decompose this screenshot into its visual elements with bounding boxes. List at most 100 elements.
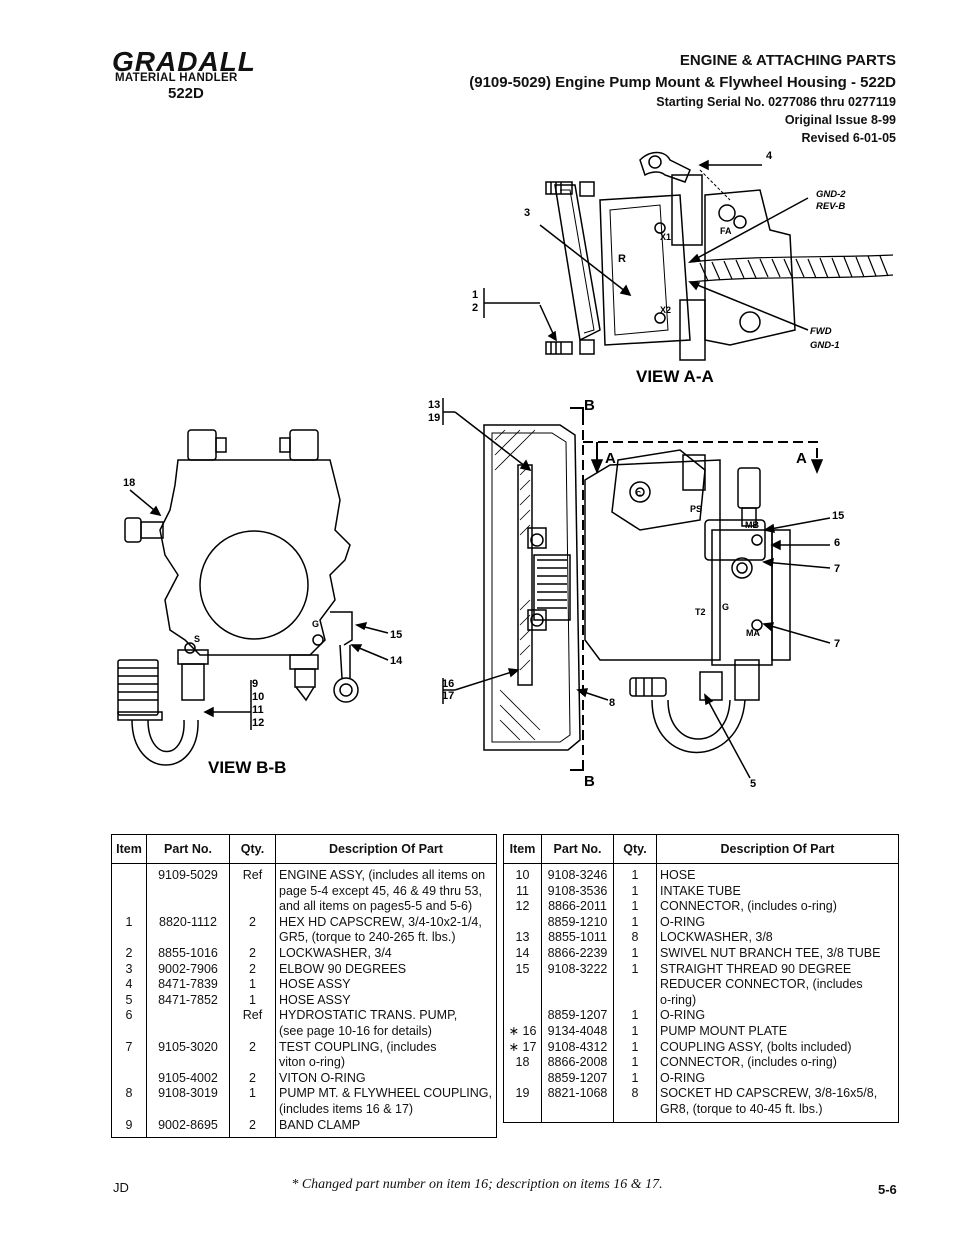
- callout-10: 10: [252, 691, 264, 703]
- cell-description: CONNECTOR, (includes o-ring): [656, 899, 899, 915]
- cell-item: [111, 1101, 147, 1118]
- cell-item: 2: [111, 945, 147, 962]
- callout-6: 6: [834, 537, 840, 549]
- callout-9: 9: [252, 678, 258, 690]
- col-qty: Qty.: [229, 834, 276, 864]
- cell-description: INTAKE TUBE: [656, 883, 899, 900]
- callout-1: 1: [472, 289, 478, 301]
- callout-15-bb: 15: [390, 629, 402, 641]
- port-x2: X2: [660, 305, 671, 315]
- cell-part-no: 9108-3536: [541, 883, 614, 900]
- cell-part-no: 8471-7852: [146, 992, 230, 1009]
- cell-part-no: 9134-4048: [541, 1023, 614, 1040]
- cell-description: viton o-ring): [275, 1055, 497, 1071]
- cell-description: o-ring): [656, 992, 899, 1009]
- cell-qty: 2: [229, 1039, 276, 1056]
- cell-qty: 1: [229, 977, 276, 993]
- cell-part-no: 8866-2011: [541, 899, 614, 915]
- cell-qty: [229, 899, 276, 915]
- callout-15: 15: [832, 510, 844, 522]
- view-bb-drawing: [117, 429, 389, 766]
- cell-part-no: 8855-1016: [146, 945, 230, 962]
- cell-qty: 8: [613, 930, 657, 946]
- section-b-bottom: B: [584, 773, 595, 790]
- cell-description: HOSE ASSY: [275, 977, 497, 993]
- cell-part-no: 8821-1068: [541, 1086, 614, 1102]
- port-ma: MA: [746, 628, 760, 638]
- port-c: C: [636, 491, 641, 498]
- note-gnd1: GND-1: [810, 340, 840, 351]
- note-gnd2: GND-2: [816, 189, 846, 200]
- section-b-top: B: [584, 397, 595, 414]
- logo-subtitle: MATERIAL HANDLER: [115, 72, 238, 84]
- cell-item: 9: [111, 1117, 147, 1139]
- cell-qty: 2: [229, 1070, 276, 1087]
- callout-7-top: 7: [834, 563, 840, 575]
- cell-qty: 1: [613, 1055, 657, 1071]
- cell-qty: 1: [613, 914, 657, 931]
- table-row: (includes items 16 & 17): [111, 1101, 497, 1118]
- cell-description: O-RING: [656, 1008, 899, 1024]
- cell-part-no: 8866-2239: [541, 945, 614, 962]
- col-item: Item: [111, 834, 147, 864]
- port-x1: X1: [660, 232, 671, 242]
- cell-part-no: [146, 883, 230, 900]
- footer-change-note: * Changed part number on item 16; descri…: [291, 1177, 663, 1192]
- table-row: page 5-4 except 45, 46 & 49 thru 53,: [111, 883, 497, 900]
- page-number: 5-6: [878, 1182, 897, 1197]
- table-row: REDUCER CONNECTOR, (includes: [503, 977, 899, 993]
- cell-part-no: [146, 1008, 230, 1024]
- cell-item: 1: [111, 914, 147, 931]
- cell-item: [111, 930, 147, 946]
- parts-table-right: Item Part No. Qty. Description Of Part 1…: [503, 834, 899, 1123]
- cell-item: [503, 977, 542, 993]
- cell-description: and all items on pages5-5 and 5-6): [275, 899, 497, 915]
- port-mb: MB: [745, 520, 759, 530]
- table-row: (see page 10-16 for details): [111, 1023, 497, 1040]
- cell-qty: 1: [229, 992, 276, 1009]
- note-fwd: FWD: [810, 326, 832, 337]
- cell-description: TEST COUPLING, (includes: [275, 1039, 497, 1056]
- note-revb: REV-B: [816, 201, 845, 212]
- page-title: (9109-5029) Engine Pump Mount & Flywheel…: [469, 74, 896, 91]
- cell-part-no: [541, 992, 614, 1009]
- callout-4: 4: [766, 150, 773, 162]
- cell-item: 15: [503, 961, 542, 978]
- cell-qty: [229, 1055, 276, 1071]
- section-a-left: A: [605, 450, 616, 467]
- cell-description: VITON O-RING: [275, 1070, 497, 1087]
- cell-description: REDUCER CONNECTOR, (includes: [656, 977, 899, 993]
- cell-qty: 1: [613, 1023, 657, 1040]
- cell-description: CONNECTOR, (includes o-ring): [656, 1055, 899, 1071]
- table-row: GR8, (torque to 40-45 ft. lbs.): [503, 1101, 899, 1123]
- view-aa-label: VIEW A-A: [636, 367, 714, 386]
- table-row: o-ring): [503, 992, 899, 1009]
- col-description: Description Of Part: [656, 834, 899, 864]
- cell-item: 7: [111, 1039, 147, 1056]
- cell-qty: 1: [613, 1070, 657, 1087]
- section-view-drawing: [442, 398, 831, 779]
- cell-description: (includes items 16 & 17): [275, 1101, 497, 1118]
- cell-item: [503, 1101, 542, 1123]
- cell-item: [111, 1070, 147, 1087]
- cell-item: 19: [503, 1086, 542, 1102]
- cell-part-no: 8866-2008: [541, 1055, 614, 1071]
- cell-part-no: 9002-7906: [146, 961, 230, 978]
- cell-item: 10: [503, 863, 542, 884]
- col-item: Item: [503, 834, 542, 864]
- callout-5: 5: [750, 778, 756, 790]
- cell-item: 12: [503, 899, 542, 915]
- cell-part-no: [146, 899, 230, 915]
- brand-logo: GRADALL: [112, 46, 256, 77]
- callout-13: 13: [428, 399, 440, 411]
